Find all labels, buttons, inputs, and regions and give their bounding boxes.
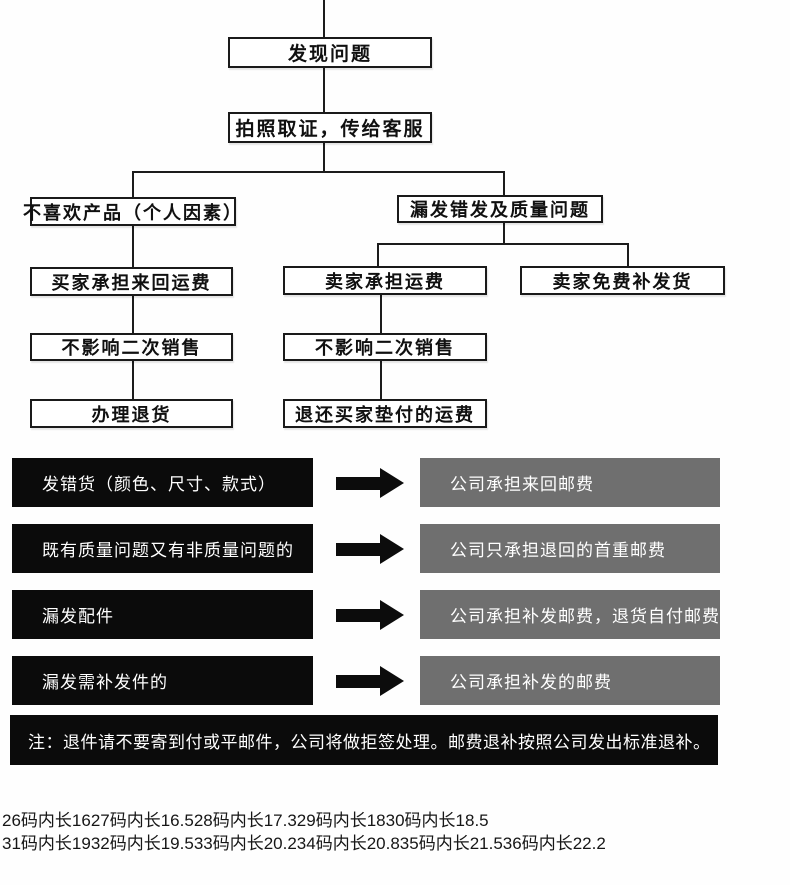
arrow-head xyxy=(380,600,404,630)
arrow-right-icon xyxy=(336,666,404,696)
flow-step-seller-pays-shipping: 卖家承担运费 xyxy=(283,266,487,295)
policy-cause: 既有质量问题又有非质量问题的 xyxy=(12,524,313,573)
policy-resolution: 公司只承担退回的首重邮费 xyxy=(420,524,720,573)
arrow-shaft xyxy=(336,674,380,688)
connector-line xyxy=(132,296,134,333)
connector-line xyxy=(132,171,505,173)
flow-step-found-problem: 发现问题 xyxy=(228,37,432,68)
policy-cause: 漏发配件 xyxy=(12,590,313,639)
policy-cause: 漏发需补发件的 xyxy=(12,656,313,705)
connector-line xyxy=(323,143,325,173)
connector-line xyxy=(323,68,325,112)
arrow-shaft xyxy=(336,476,380,490)
arrow-head xyxy=(380,468,404,498)
flow-step-seller-free-resend: 卖家免费补发货 xyxy=(520,266,725,295)
connector-line xyxy=(627,243,629,266)
connector-line xyxy=(132,361,134,399)
size-chart-text: 26码内长1627码内长16.528码内长17.329码内长1830码内长18.… xyxy=(2,809,606,855)
connector-line xyxy=(377,243,379,266)
flow-step-buyer-pays-shipping: 买家承担来回运费 xyxy=(30,267,233,296)
arrow-head xyxy=(380,666,404,696)
connector-line xyxy=(132,226,134,267)
policy-resolution: 公司承担来回邮费 xyxy=(420,458,720,507)
policy-resolution: 公司承担补发的邮费 xyxy=(420,656,720,705)
connector-line xyxy=(380,361,382,399)
connector-line xyxy=(380,295,382,333)
arrow-shaft xyxy=(336,608,380,622)
policy-resolution: 公司承担补发邮费，退货自付邮费 xyxy=(420,590,720,639)
connector-line xyxy=(377,243,629,245)
policy-cause: 发错货（颜色、尺寸、款式） xyxy=(12,458,313,507)
arrow-right-icon xyxy=(336,600,404,630)
arrow-right-icon xyxy=(336,534,404,564)
connector-line xyxy=(132,171,134,197)
size-chart-line-2: 31码内长1932码内长19.533码内长20.234码内长20.835码内长2… xyxy=(2,834,606,853)
arrow-right-icon xyxy=(336,468,404,498)
size-chart-line-1: 26码内长1627码内长16.528码内长17.329码内长1830码内长18.… xyxy=(2,811,489,830)
flow-step-photo-evidence: 拍照取证，传给客服 xyxy=(228,112,432,143)
arrow-shaft xyxy=(336,542,380,556)
flow-step-refund-advanced-shipping: 退还买家垫付的运费 xyxy=(283,399,487,428)
flow-branch-problem-title: 漏发错发及质量问题 xyxy=(397,195,603,223)
flow-step-no-resale-impact-left: 不影响二次销售 xyxy=(30,333,233,361)
flow-step-no-resale-impact-mid: 不影响二次销售 xyxy=(283,333,487,361)
arrow-head xyxy=(380,534,404,564)
connector-line xyxy=(503,223,505,244)
flow-step-process-return: 办理退货 xyxy=(30,399,233,428)
flow-branch-dislike-title: 不喜欢产品（个人因素） xyxy=(23,197,241,226)
connector-line xyxy=(323,0,325,37)
connector-line xyxy=(503,171,505,195)
return-note-bar: 注：退件请不要寄到付或平邮件，公司将做拒签处理。邮费退补按照公司发出标准退补。 xyxy=(10,715,718,765)
